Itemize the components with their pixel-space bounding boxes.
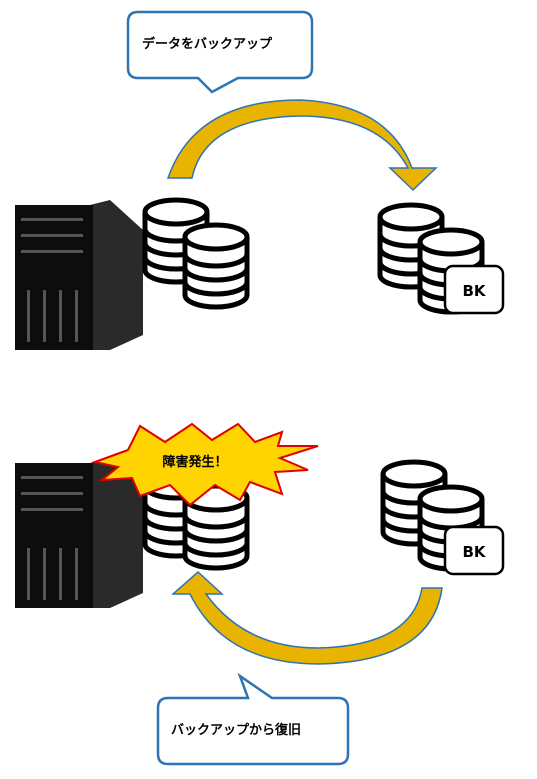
backup-callout: データをバックアップ	[126, 10, 314, 94]
backup-arrow	[166, 99, 438, 192]
backup-callout-text: データをバックアップ	[142, 36, 273, 52]
failure-burst-text: 障害発生！	[162, 454, 227, 470]
primary-database-icon	[145, 200, 247, 307]
failure-burst: 障害発生！	[91, 422, 319, 507]
restore-backup-badge: BK	[443, 525, 505, 576]
restore-backup-badge-text: BK	[462, 543, 486, 561]
backup-badge-text: BK	[462, 282, 486, 300]
restore-callout-text: バックアップから復旧	[171, 722, 301, 738]
primary-server-icon	[15, 200, 143, 350]
restore-callout: バックアップから復旧	[156, 672, 350, 766]
restore-arrow	[171, 570, 443, 665]
failed-server-icon	[15, 458, 143, 608]
backup-badge: BK	[443, 264, 505, 315]
